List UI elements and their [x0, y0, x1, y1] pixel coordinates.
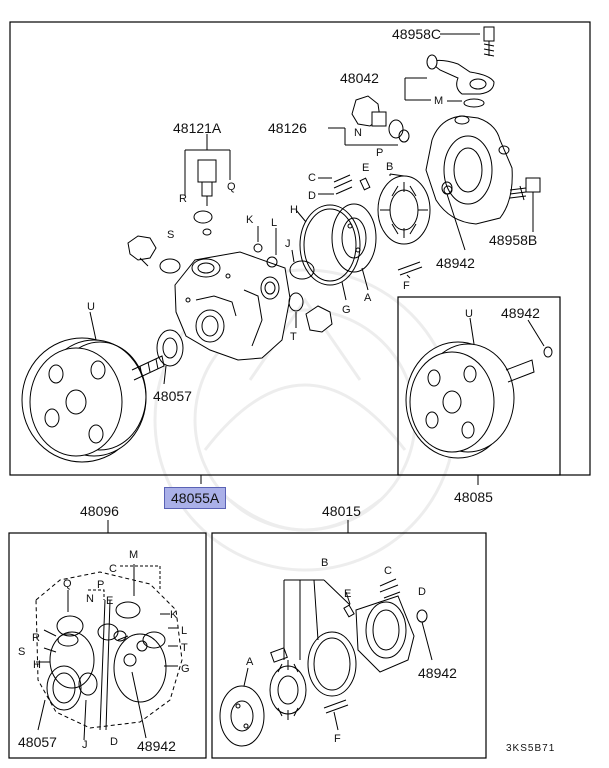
pulley-u-main — [21, 311, 165, 463]
label-n-kit: N — [86, 593, 94, 605]
pressure-switch-48121a — [184, 134, 231, 236]
label-48958c: 48958C — [392, 26, 442, 42]
label-48057-kit: 48057 — [18, 734, 57, 750]
label-d-top: D — [308, 190, 316, 202]
label-48055a-highlighted[interactable]: 48055A — [164, 487, 227, 509]
label-k-kit: K — [170, 609, 178, 621]
label-b-top: B — [386, 161, 394, 173]
label-48958b: 48958B — [489, 232, 538, 248]
label-48126: 48126 — [268, 120, 307, 136]
label-e-kit: E — [106, 595, 114, 607]
label-h-kit: H — [33, 659, 41, 671]
label-k-top: K — [246, 214, 254, 226]
label-l-top: L — [271, 217, 278, 229]
label-s-top: S — [167, 229, 175, 241]
label-t-top: T — [290, 331, 297, 343]
label-n-top: N — [354, 127, 362, 139]
label-48942-inset: 48942 — [501, 305, 540, 321]
bolt-48958c — [440, 26, 495, 57]
label-p-top: P — [376, 147, 384, 159]
label-u-inset: U — [465, 308, 473, 320]
pump-rear-housing — [425, 115, 513, 225]
label-g-top: G — [342, 304, 351, 316]
label-48042: 48042 — [340, 70, 379, 86]
label-f-top: F — [403, 280, 410, 292]
label-m-top: M — [434, 95, 444, 107]
label-p-kit: P — [97, 579, 105, 591]
plug-s — [127, 235, 181, 274]
seals-k-l — [253, 226, 278, 268]
cam-ring-b — [377, 173, 431, 245]
suction-connector-48042 — [404, 54, 495, 108]
reference-code: 3KS5B71 — [506, 743, 556, 754]
union-48126 — [328, 95, 410, 146]
cartridge-kit-drawing — [219, 578, 433, 747]
plug-t — [288, 292, 333, 333]
pulley-inset — [405, 317, 553, 459]
label-a-kit: A — [246, 656, 254, 668]
label-j-top: J — [285, 238, 291, 250]
seal-rings-g-h-j — [289, 204, 361, 301]
label-d-kit-right: D — [418, 586, 426, 598]
cartridge-kit-frame — [211, 532, 487, 759]
label-48057-top: 48057 — [153, 388, 192, 404]
label-l-kit: L — [181, 625, 188, 637]
oil-seal-48057 — [156, 329, 184, 385]
label-d-kit: D — [110, 736, 118, 748]
label-j-kit: J — [82, 739, 88, 751]
label-f-kit: F — [334, 733, 341, 745]
label-h-top: H — [290, 204, 298, 216]
dowel-pins-c-d-e — [318, 174, 371, 195]
pulley-inset-frame — [397, 296, 561, 476]
label-a-top: A — [364, 292, 372, 304]
kit-leader-lines — [107, 475, 479, 533]
main-assembly-drawing — [21, 26, 553, 463]
label-m-kit: M — [129, 549, 139, 561]
label-48121a: 48121A — [173, 120, 222, 136]
label-s-kit: S — [18, 646, 26, 658]
main-assembly-frame — [9, 21, 591, 476]
label-b-kit: B — [321, 557, 329, 569]
label-48942-kit-left: 48942 — [137, 738, 176, 754]
label-e-kit-right: E — [344, 588, 352, 600]
label-r-top: R — [179, 193, 187, 205]
label-48942-top: 48942 — [436, 255, 475, 271]
label-q-top: Q — [227, 181, 236, 193]
label-48085: 48085 — [454, 489, 493, 505]
label-q-kit: Q — [63, 578, 72, 590]
label-48015: 48015 — [322, 503, 361, 519]
pin-f — [397, 261, 423, 279]
label-c-kit: C — [109, 563, 117, 575]
label-u-main: U — [87, 301, 95, 313]
label-t-kit: T — [181, 642, 188, 654]
bolt-48958b — [509, 177, 541, 232]
label-48942-kit-right: 48942 — [418, 665, 457, 681]
label-c-kit-right: C — [384, 565, 392, 577]
label-e-top: E — [362, 162, 370, 174]
label-r-kit: R — [32, 632, 40, 644]
label-g-kit: G — [181, 663, 190, 675]
label-48096: 48096 — [80, 503, 119, 519]
o-ring-48942 — [441, 181, 466, 251]
pump-main-body — [174, 251, 291, 361]
label-c-top: C — [308, 172, 316, 184]
gasket-kit-drawing — [35, 564, 183, 741]
